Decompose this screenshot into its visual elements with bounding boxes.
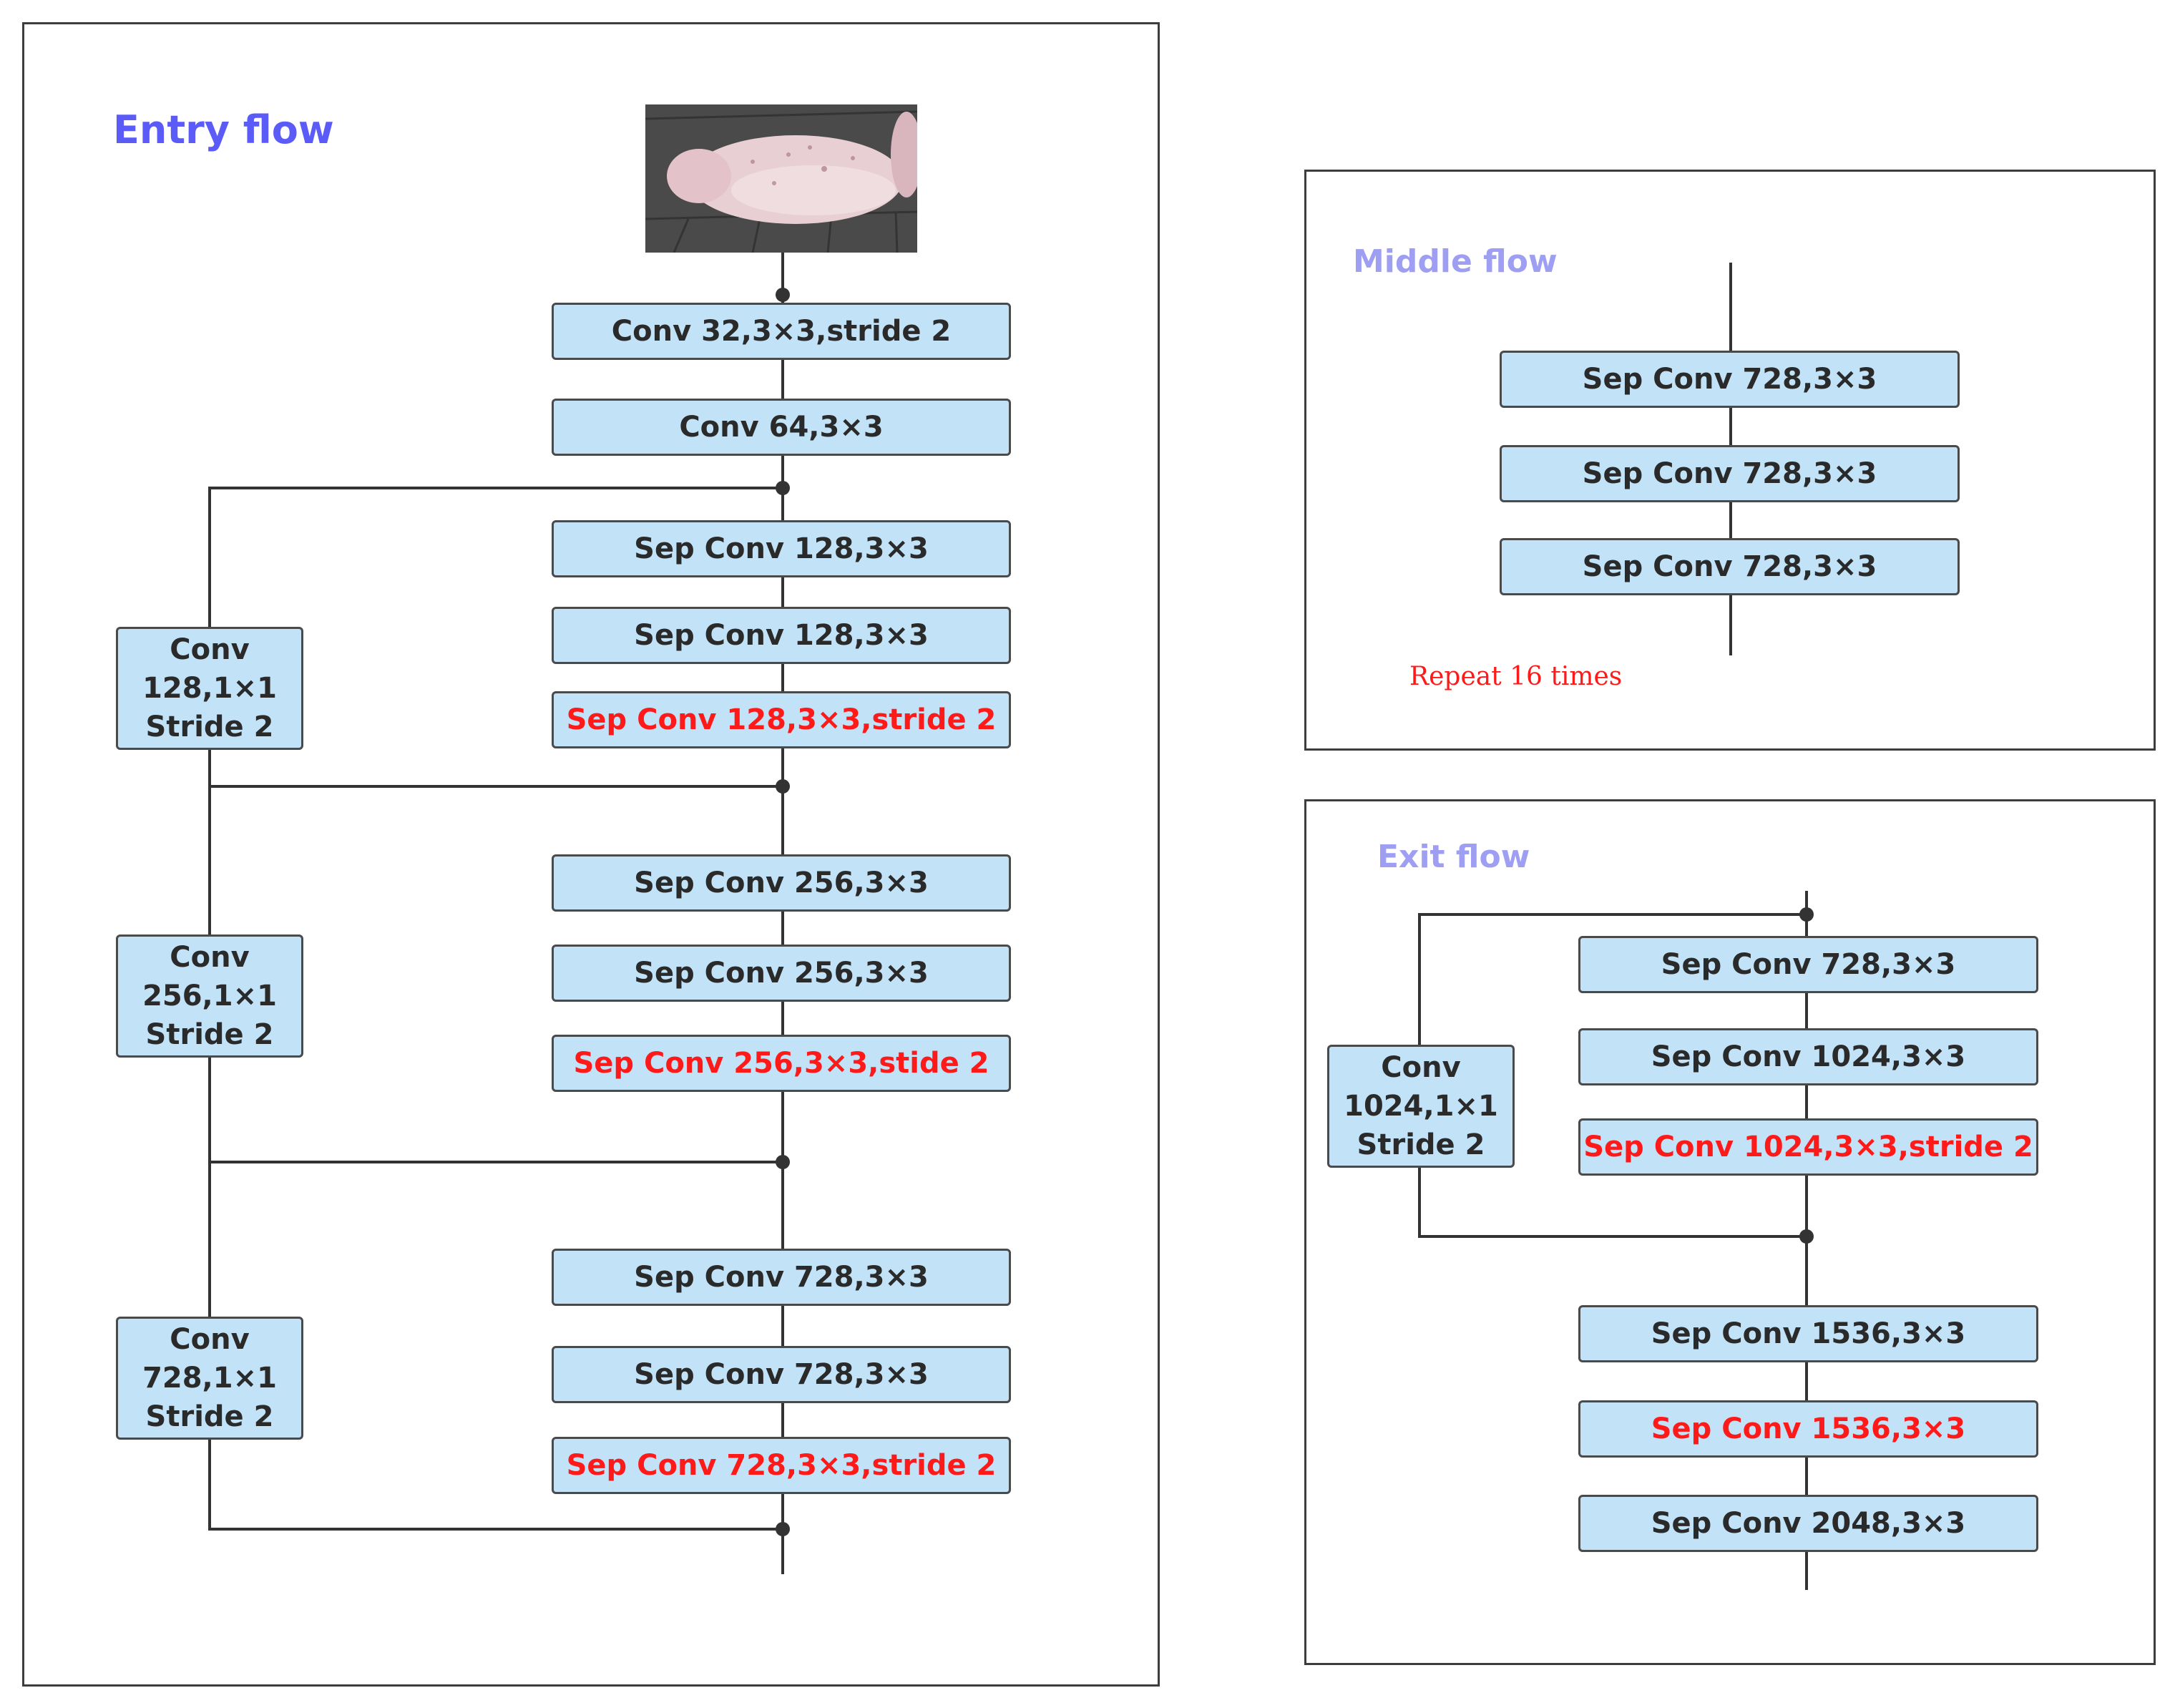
entry-layer-box: Conv 64,3×3 — [552, 399, 1011, 456]
entry-layer-box-stride: Sep Conv 256,3×3,stide 2 — [552, 1035, 1011, 1092]
middle-flow-title: Middle flow — [1353, 243, 1558, 280]
entry-layer-box: Conv 32,3×3,stride 2 — [552, 303, 1011, 360]
entry-layer-box-stride: Sep Conv 728,3×3,stride 2 — [552, 1437, 1011, 1494]
entry-skip-line — [210, 1161, 783, 1163]
exit-skip-line — [1419, 913, 1807, 916]
entry-junction-dot — [776, 481, 790, 495]
entry-flow-title: Entry flow — [113, 107, 334, 152]
entry-junction-dot — [776, 1522, 790, 1536]
entry-layer-box: Sep Conv 128,3×3 — [552, 520, 1011, 577]
middle-layer-box: Sep Conv 728,3×3 — [1500, 445, 1960, 502]
entry-junction-dot — [776, 1155, 790, 1169]
exit-layer-box: Sep Conv 2048,3×3 — [1578, 1495, 2038, 1552]
entry-skip-conv-box: Conv 128,1×1 Stride 2 — [116, 627, 303, 750]
middle-layer-box: Sep Conv 728,3×3 — [1500, 538, 1960, 595]
entry-skip-line — [210, 785, 783, 788]
exit-skip-line — [1419, 1235, 1807, 1238]
entry-layer-box: Sep Conv 728,3×3 — [552, 1249, 1011, 1306]
exit-layer-box: Sep Conv 1536,3×3 — [1578, 1305, 2038, 1362]
exit-layer-box-stride: Sep Conv 1024,3×3,stride 2 — [1578, 1118, 2038, 1176]
repeat-note: Repeat 16 times — [1409, 662, 1623, 691]
entry-junction-dot — [776, 288, 790, 302]
entry-layer-box: Sep Conv 256,3×3 — [552, 945, 1011, 1002]
entry-layer-box-stride: Sep Conv 128,3×3,stride 2 — [552, 691, 1011, 748]
entry-skip-line — [210, 487, 783, 489]
entry-skip-line — [210, 1528, 783, 1531]
exit-junction-dot — [1799, 1229, 1814, 1244]
entry-layer-box: Sep Conv 256,3×3 — [552, 854, 1011, 912]
exit-skip-conv-box: Conv 1024,1×1 Stride 2 — [1327, 1045, 1515, 1168]
entry-layer-box: Sep Conv 128,3×3 — [552, 607, 1011, 664]
middle-layer-box: Sep Conv 728,3×3 — [1500, 351, 1960, 408]
exit-layer-box: Sep Conv 728,3×3 — [1578, 936, 2038, 993]
exit-flow-title: Exit flow — [1377, 839, 1530, 875]
exit-layer-box: Sep Conv 1024,3×3 — [1578, 1028, 2038, 1085]
exit-junction-dot — [1799, 907, 1814, 922]
entry-skip-conv-box: Conv 728,1×1 Stride 2 — [116, 1317, 303, 1440]
input-pig-image — [645, 104, 917, 253]
entry-junction-dot — [776, 779, 790, 794]
entry-spine-line — [781, 253, 784, 1574]
entry-skip-conv-box: Conv 256,1×1 Stride 2 — [116, 934, 303, 1058]
exit-layer-box-emphasis: Sep Conv 1536,3×3 — [1578, 1400, 2038, 1458]
entry-layer-box: Sep Conv 728,3×3 — [552, 1346, 1011, 1403]
